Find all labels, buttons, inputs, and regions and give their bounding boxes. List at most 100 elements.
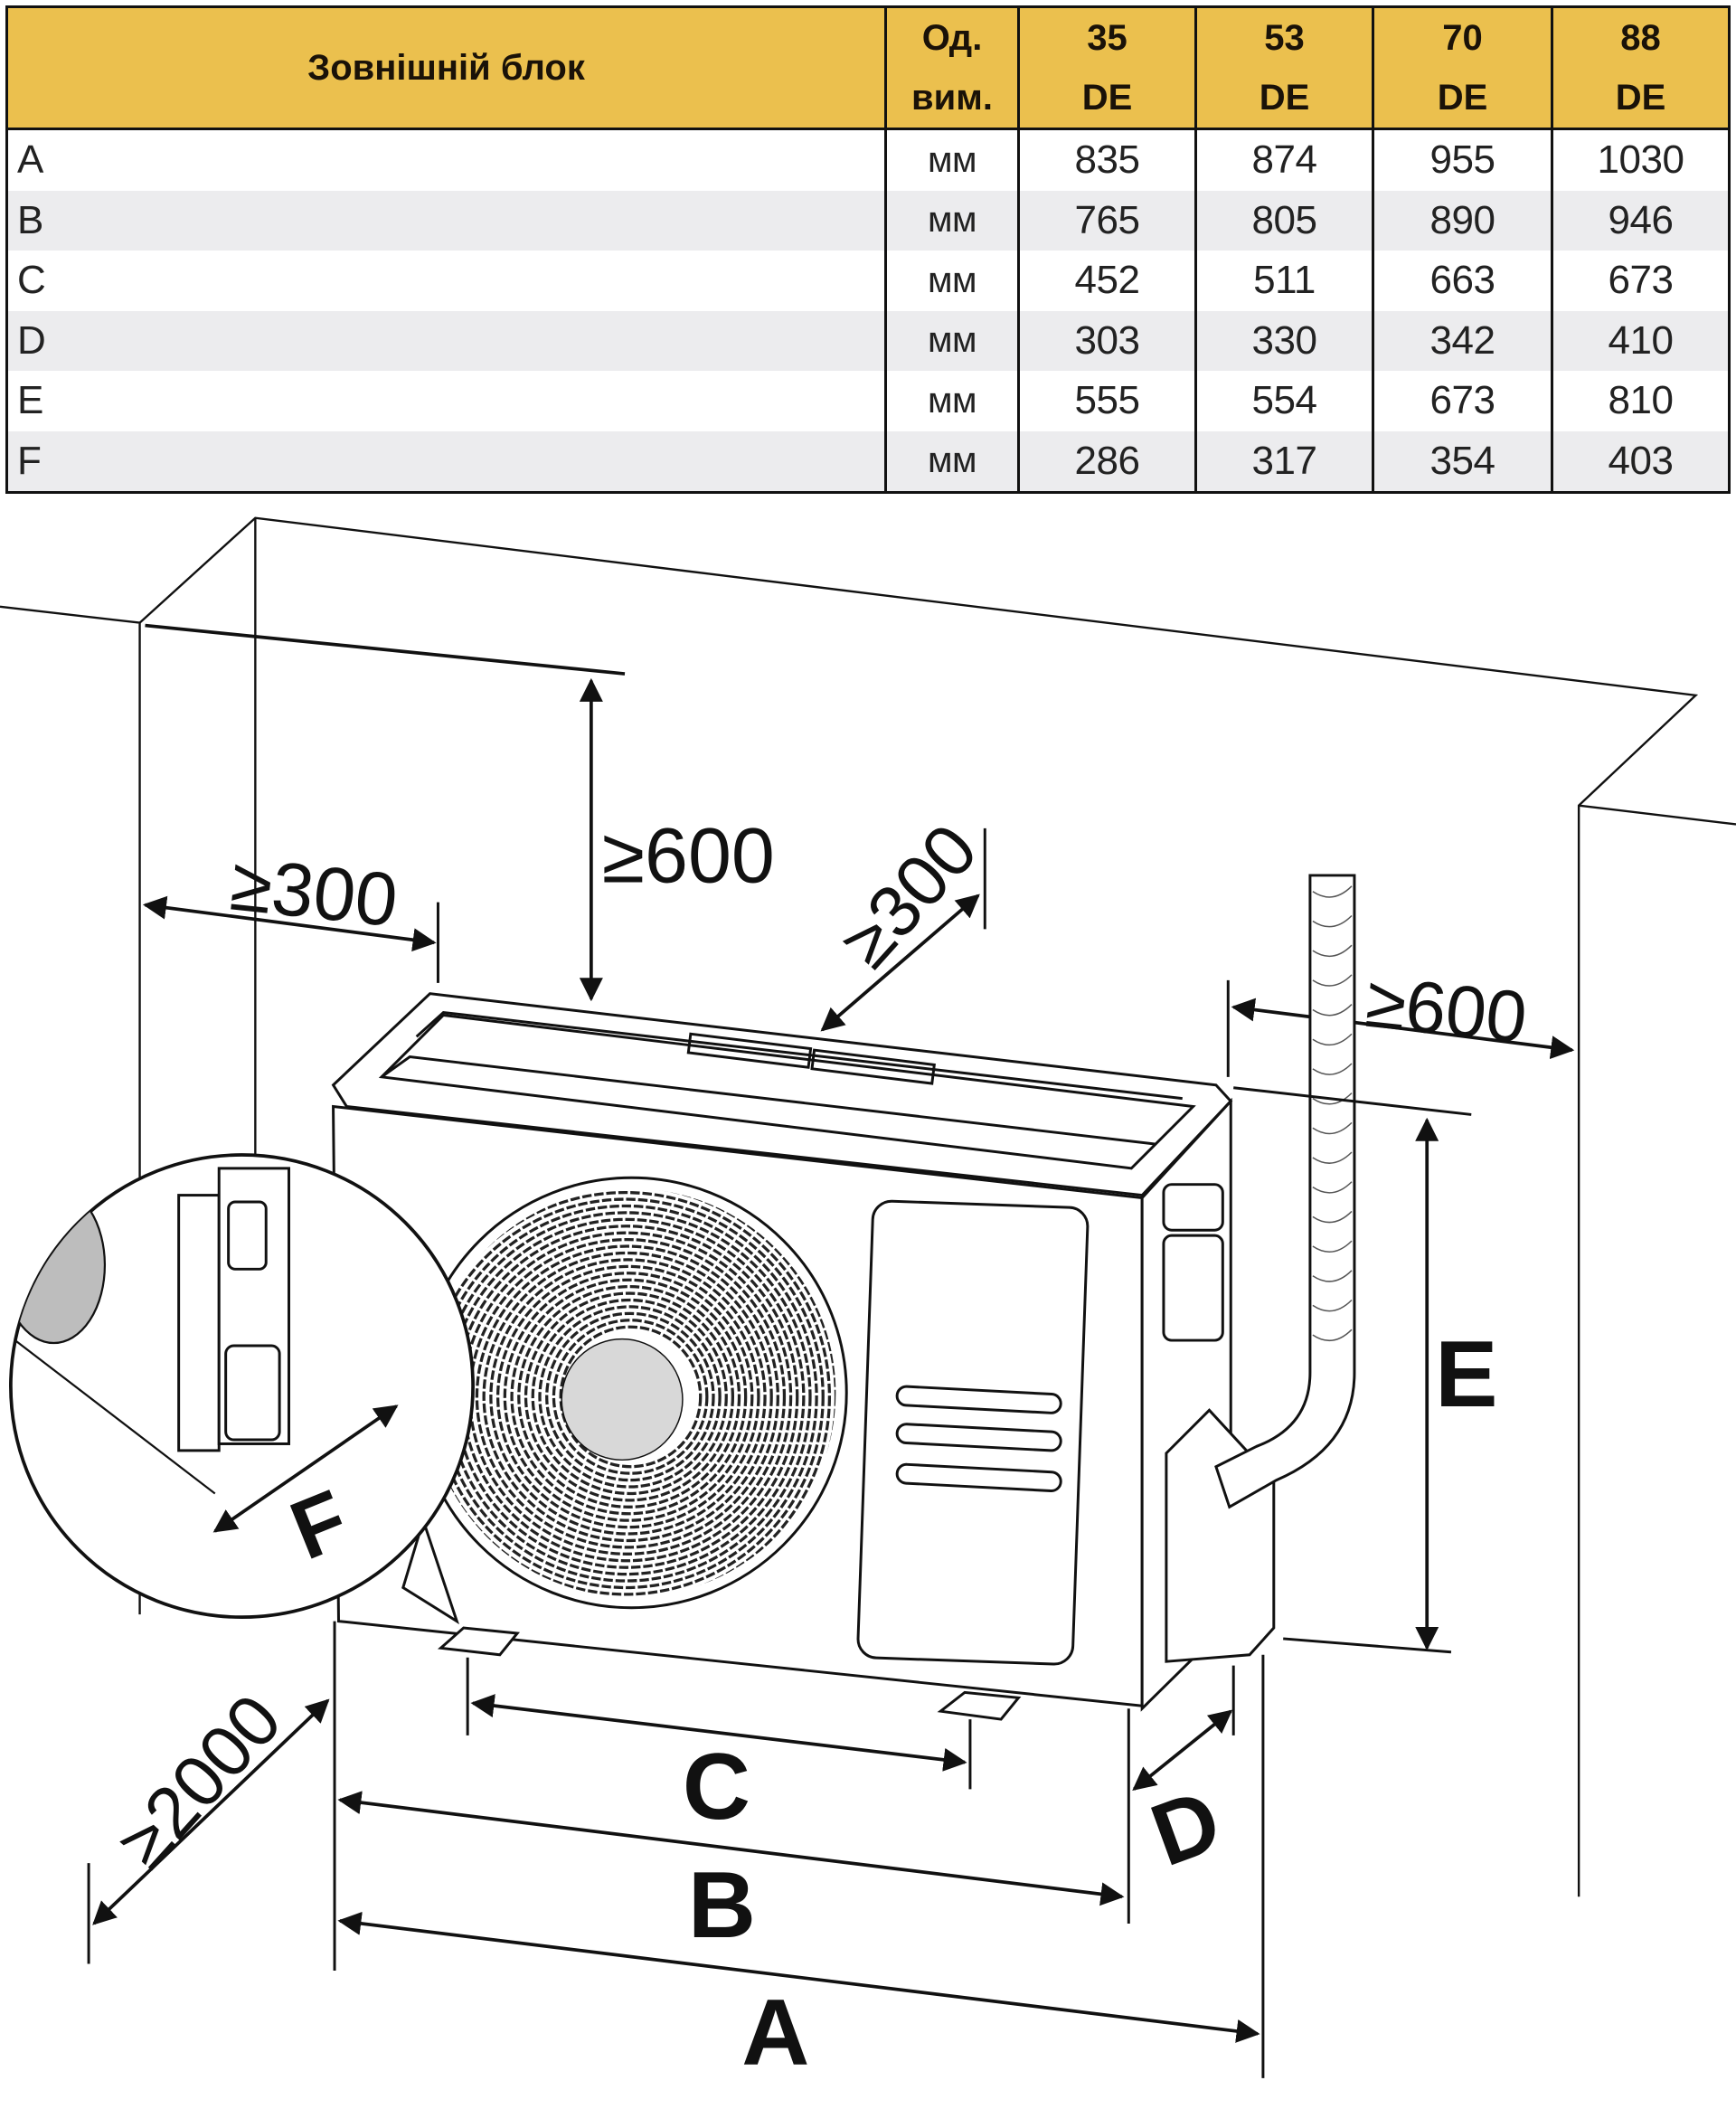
row-value: 317 <box>1194 430 1374 494</box>
table-row: F мм 286 317 354 403 <box>5 430 1731 494</box>
e-top-ref <box>1233 1086 1472 1116</box>
row-param: F <box>5 430 887 494</box>
row-unit: мм <box>884 430 1020 494</box>
b-dimension-label: B <box>688 1853 756 1958</box>
fan-grille-ring <box>482 1251 773 1543</box>
table-row: B мм 765 805 890 946 <box>5 190 1731 251</box>
row-value: 354 <box>1372 430 1553 494</box>
refrigerant-pipe <box>1214 874 1356 1509</box>
row-unit: мм <box>884 190 1020 251</box>
row-param: E <box>5 371 887 431</box>
fan-grille-ring <box>552 1319 709 1475</box>
front-clearance-label: ≥2000 <box>102 1679 297 1884</box>
row-value: 286 <box>1017 430 1197 494</box>
fan-grille-ring <box>495 1264 760 1529</box>
pipe-wrap-mark <box>1312 974 1353 987</box>
row-value: 673 <box>1372 371 1553 431</box>
header-model-suffix: DE <box>1437 78 1488 118</box>
pipe-wrap-mark <box>1312 1181 1353 1194</box>
front-clearance-arrow <box>92 1698 330 1925</box>
dimensions-table: Зовнішній блок Од. вим. 35 DE 53 DE 70 D… <box>5 5 1731 494</box>
e-dimension-label: E <box>1435 1322 1497 1427</box>
header-model-suffix: DE <box>1615 78 1666 118</box>
a-dimension-arrow <box>337 1911 1260 2043</box>
row-value: 554 <box>1194 371 1374 431</box>
row-value: 452 <box>1017 251 1197 311</box>
header-model-88: 88 DE <box>1551 5 1731 130</box>
left-clearance-arrow <box>142 895 437 952</box>
pipe-wrap-mark <box>1312 885 1353 898</box>
header-model-suffix: DE <box>1081 78 1133 118</box>
row-value: 835 <box>1017 128 1197 191</box>
rear-clearance-arrow <box>820 894 980 1032</box>
table-row: A мм 835 874 955 1030 <box>5 128 1731 191</box>
pipe-wrap-mark <box>1312 1063 1353 1075</box>
fan-grille-ring <box>475 1244 779 1549</box>
row-value: 805 <box>1194 190 1374 251</box>
header-model-70: 70 DE <box>1372 5 1553 130</box>
top-reference-line <box>145 623 626 676</box>
row-value: 946 <box>1551 190 1731 251</box>
header-outdoor-unit: Зовнішній блок <box>5 5 887 130</box>
c-dimension-arrow <box>470 1694 967 1772</box>
row-value: 555 <box>1017 371 1197 431</box>
table-row: D мм 303 330 342 410 <box>5 310 1731 371</box>
row-value: 663 <box>1372 251 1553 311</box>
pipe-wrap-mark <box>1312 1240 1353 1253</box>
header-unit-line1: Од. <box>921 18 983 58</box>
header-model-number: 35 <box>1087 18 1127 58</box>
table-row: C мм 452 511 663 673 <box>5 251 1731 311</box>
table-header-row: Зовнішній блок Од. вим. 35 DE 53 DE 70 D… <box>5 5 1731 130</box>
fan-grille-ring <box>545 1311 715 1482</box>
c-dimension-label: C <box>683 1735 750 1839</box>
fan-grille-ring <box>503 1272 754 1522</box>
row-unit: мм <box>884 371 1020 431</box>
right-clearance-label: ≥600 <box>1362 961 1530 1059</box>
pipe-wrap-mark <box>1312 1121 1353 1135</box>
row-value: 403 <box>1551 430 1731 494</box>
row-value: 511 <box>1194 251 1374 311</box>
row-value: 874 <box>1194 128 1374 191</box>
f-dimension-arrow <box>212 1404 399 1533</box>
header-unit: Од. вим. <box>884 5 1020 130</box>
row-param: C <box>5 251 887 311</box>
row-param: A <box>5 128 887 191</box>
row-value: 955 <box>1372 128 1553 191</box>
fan-grille-ring <box>559 1325 703 1469</box>
row-param: B <box>5 190 887 251</box>
fan-grille-ring <box>510 1278 748 1516</box>
pipe-wrap-mark <box>1312 1329 1353 1341</box>
b-dimension-arrow <box>337 1791 1125 1906</box>
pipe-wrap-mark <box>1312 914 1353 928</box>
header-model-53: 53 DE <box>1194 5 1374 130</box>
row-unit: мм <box>884 128 1020 191</box>
pipe-wrap-mark <box>1312 1299 1353 1312</box>
fan-grille-ring <box>524 1291 735 1502</box>
row-value: 342 <box>1372 310 1553 371</box>
header-model-number: 88 <box>1620 18 1661 58</box>
top-clearance-label: ≥600 <box>602 812 775 899</box>
detail-loupe <box>9 1153 475 1625</box>
fan-grille-ring <box>517 1284 741 1508</box>
pipe-wrap-mark <box>1312 1151 1353 1164</box>
pipe-wrap-marks <box>1312 885 1353 1341</box>
left-clearance-label: ≥300 <box>227 842 401 943</box>
header-model-suffix: DE <box>1259 78 1310 118</box>
pipe-wrap-mark <box>1312 1270 1353 1282</box>
fan-grille-ring <box>468 1237 787 1556</box>
fan-grille-ring <box>427 1190 832 1597</box>
row-value: 303 <box>1017 310 1197 371</box>
pipe-wrap-mark <box>1312 1033 1353 1046</box>
table-row: E мм 555 554 673 810 <box>5 371 1731 431</box>
row-unit: мм <box>884 251 1020 311</box>
row-value: 410 <box>1551 310 1731 371</box>
pipe-wrap-mark <box>1312 1092 1353 1105</box>
fan-guard <box>415 1176 848 1610</box>
row-value: 890 <box>1372 190 1553 251</box>
pipe-wrap-mark <box>1312 1004 1353 1017</box>
header-model-number: 70 <box>1442 18 1483 58</box>
fan-grille-ring <box>489 1258 767 1536</box>
pipe-wrap-mark <box>1312 1210 1353 1224</box>
fan-grille-ring <box>538 1305 722 1489</box>
fan-grille-ring <box>440 1211 812 1583</box>
